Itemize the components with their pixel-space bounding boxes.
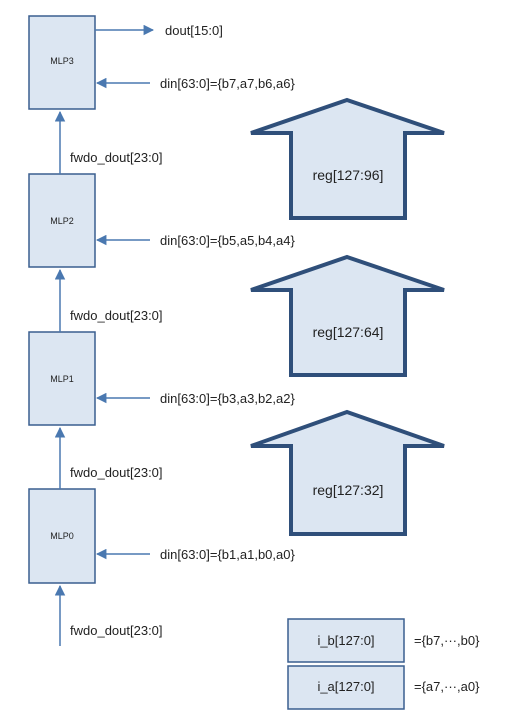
reg-mid-label: reg[127:64] <box>313 324 384 340</box>
reg-arrow-bot: reg[127:32] <box>250 409 445 536</box>
fwdo-label-2-3: fwdo_dout[23:0] <box>70 150 163 165</box>
din2-label: din[63:0]={b5,a5,b4,a4} <box>160 233 295 248</box>
fwdo-label-0-1: fwdo_dout[23:0] <box>70 465 163 480</box>
reg-bot-label: reg[127:32] <box>313 482 384 498</box>
i-a-register: i_a[127:0] <box>287 665 405 710</box>
mlp1-label: MLP1 <box>50 374 74 384</box>
i-b-label: i_b[127:0] <box>317 633 374 648</box>
din1-label: din[63:0]={b3,a3,b2,a2} <box>160 391 295 406</box>
mlp2-block: MLP2 <box>28 173 96 268</box>
dout-label: dout[15:0] <box>165 23 223 38</box>
mlp2-label: MLP2 <box>50 216 74 226</box>
mlp3-block: MLP3 <box>28 15 96 110</box>
din3-label: din[63:0]={b7,a7,b6,a6} <box>160 76 295 91</box>
din0-label: din[63:0]={b1,a1,b0,a0} <box>160 547 295 562</box>
mlp3-label: MLP3 <box>50 56 74 66</box>
i-a-value: ={a7,···,a0} <box>414 679 480 694</box>
fwdo-input-label: fwdo_dout[23:0] <box>70 623 163 638</box>
i-b-register: i_b[127:0] <box>287 618 405 663</box>
reg-arrow-top: reg[127:96] <box>250 97 445 220</box>
i-a-label: i_a[127:0] <box>317 679 374 694</box>
fwdo-label-1-2: fwdo_dout[23:0] <box>70 308 163 323</box>
mlp1-block: MLP1 <box>28 331 96 426</box>
reg-arrow-mid: reg[127:64] <box>250 254 445 377</box>
mlp0-label: MLP0 <box>50 531 74 541</box>
i-b-value: ={b7,···,b0} <box>414 633 480 648</box>
reg-top-label: reg[127:96] <box>313 167 384 183</box>
mlp0-block: MLP0 <box>28 488 96 584</box>
